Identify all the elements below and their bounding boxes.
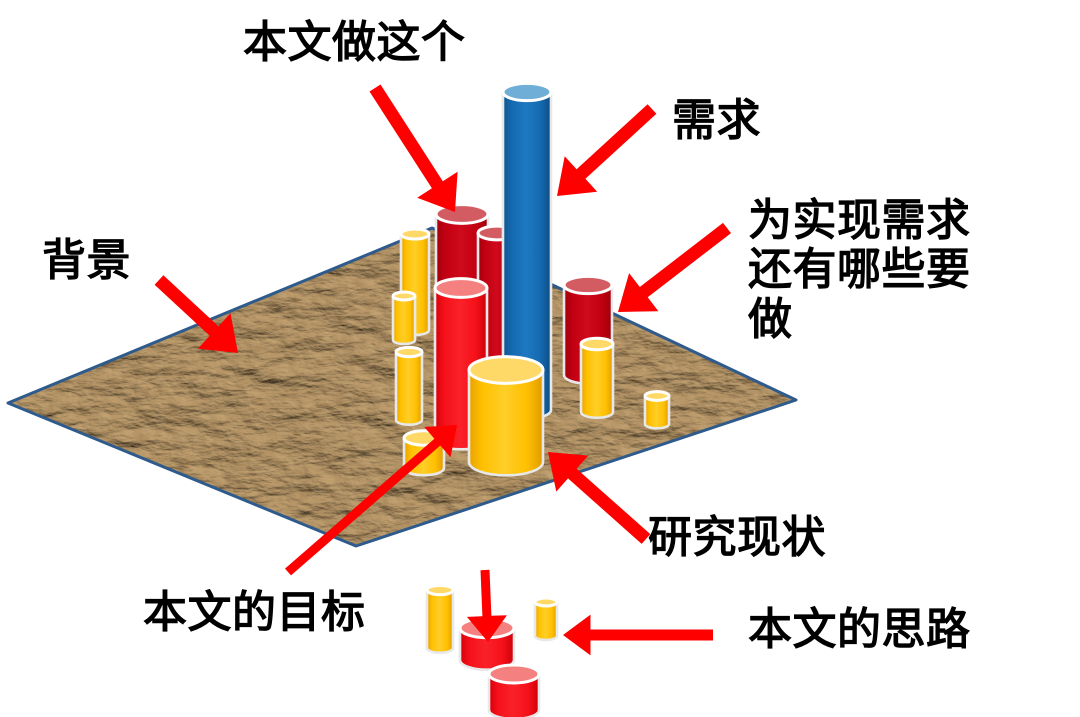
red-off-plane-disc-body	[458, 626, 516, 672]
yellow-short-left	[391, 290, 417, 346]
arrow-to-this-paper-does-this	[369, 84, 458, 212]
red-off-plane-lower-top	[487, 663, 541, 685]
yellow-large-center-top	[467, 355, 545, 385]
label-research-status: 研究现状	[648, 513, 826, 562]
yellow-mid-left	[394, 345, 424, 426]
yellow-off-plane-left-body	[425, 588, 455, 654]
yellow-tall-right-body	[579, 342, 615, 420]
yellow-small-right-top	[643, 390, 671, 402]
red-off-plane-lower-body	[487, 672, 541, 717]
arrow-to-requirement	[557, 104, 657, 196]
yellow-large-center	[467, 355, 545, 477]
arrow-to-goal-of-this-paper	[285, 425, 457, 576]
bright-red-cylinder-top	[433, 277, 489, 299]
label-this-paper-does-this: 本文做这个	[243, 18, 466, 67]
arrows-group	[154, 84, 731, 656]
yellow-off-plane-right	[533, 596, 559, 642]
yellow-tall-right-top	[579, 336, 615, 352]
yellow-tall-back-left-top	[399, 227, 431, 241]
arrow-to-approach-of-this-paper	[466, 569, 507, 642]
platform-border	[6, 226, 798, 548]
yellow-short-left-body	[391, 294, 417, 346]
red-off-plane-lower	[487, 663, 541, 717]
yellow-large-center-body	[467, 368, 545, 477]
label-what-else-to-do: 为实现需求 还有哪些要 做	[748, 196, 971, 344]
arrow-to-research-status	[548, 452, 651, 544]
arrow-to-approach-label	[563, 614, 713, 656]
cylinders-group	[391, 81, 671, 717]
yellow-off-plane-right-top	[533, 596, 559, 608]
label-requirement: 需求	[672, 96, 761, 145]
yellow-small-right	[643, 390, 671, 430]
yellow-off-plane-left	[425, 583, 455, 654]
yellow-short-left-top	[391, 290, 417, 302]
yellow-off-plane-left-top	[425, 583, 455, 597]
label-goal-of-this-paper: 本文的目标	[143, 588, 366, 637]
yellow-mid-left-body	[394, 350, 424, 426]
yellow-small-right-body	[643, 394, 671, 430]
arrow-to-what-else-to-do	[618, 222, 731, 312]
blue-cylinder-top	[501, 81, 553, 103]
arrow-to-background	[154, 275, 238, 353]
right-dark-red-cylinder-top	[562, 274, 614, 296]
label-background: 背景	[42, 236, 131, 285]
yellow-tall-right	[579, 336, 615, 420]
yellow-mid-left-top	[394, 345, 424, 359]
yellow-off-plane-right-body	[533, 600, 559, 642]
blue-cylinder	[501, 81, 553, 420]
label-approach-of-this-paper: 本文的思路	[748, 605, 971, 654]
